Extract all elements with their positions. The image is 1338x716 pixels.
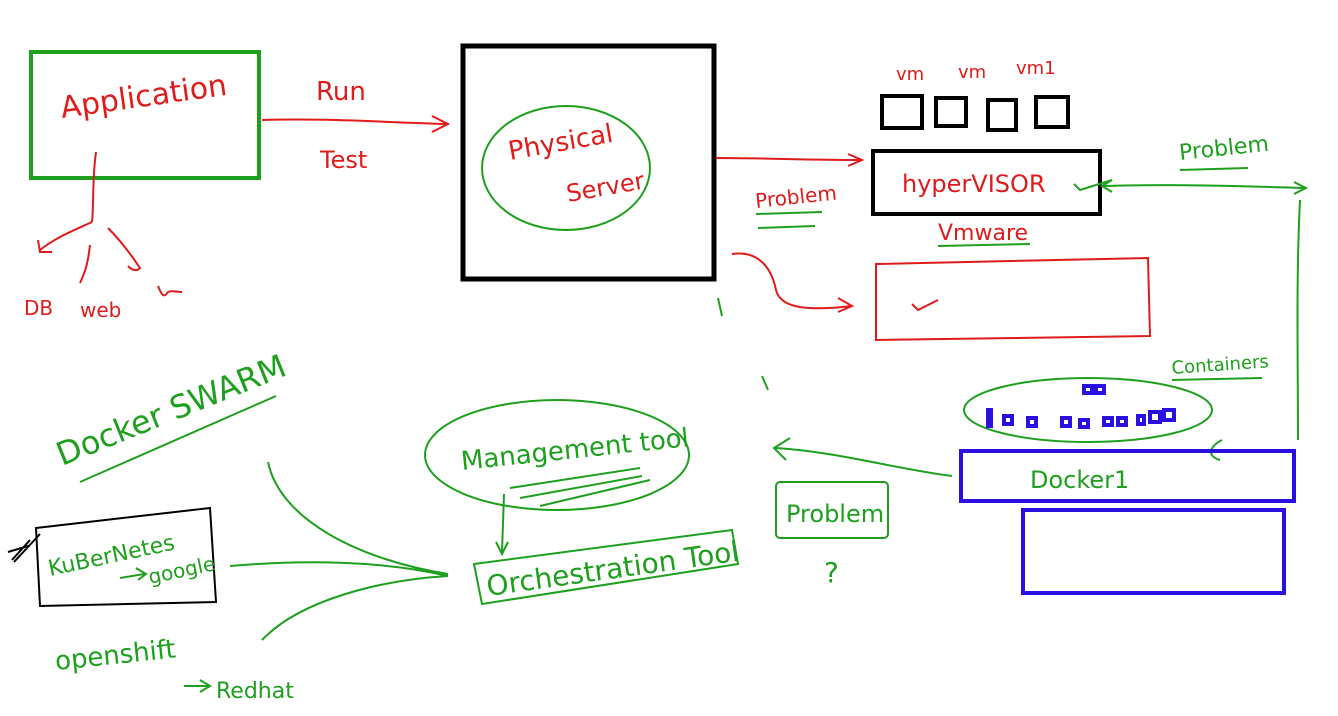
management-underlines [509, 467, 651, 507]
run-label: Run [316, 77, 366, 107]
application-box [29, 50, 261, 180]
hypervisor-arrow [715, 153, 865, 167]
right-vertical-line [1296, 199, 1301, 441]
physical-label: Physical [506, 119, 615, 167]
test-label: Test [319, 146, 367, 174]
redhat-arrow [184, 679, 212, 693]
problem-mid-underline [755, 211, 823, 229]
physical-server-box [460, 43, 717, 282]
server-label: Server [564, 167, 647, 208]
question-mark: ? [824, 556, 839, 589]
redhat-label: Redhat [216, 679, 294, 704]
other-squiggle [157, 285, 183, 297]
problem-box [775, 481, 889, 539]
web-label: web [80, 298, 121, 322]
docker-lower-box [1021, 508, 1286, 595]
kubernetes-box [34, 506, 218, 608]
hypervisor-label: hyperVISOR [902, 170, 1046, 198]
application-label: Application [58, 68, 229, 126]
docker-label: Docker1 [1030, 466, 1129, 494]
hypervisor-box [871, 149, 1102, 216]
management-label: Management tool [460, 423, 691, 477]
orchestration-box [472, 528, 740, 606]
application-branch-lines [37, 151, 142, 284]
container-squares [986, 384, 1176, 429]
run-arrow [261, 115, 451, 133]
vm1-label: vm [896, 64, 924, 85]
openshift-label: openshift [54, 634, 178, 676]
problem-mid-label: Problem [754, 181, 838, 213]
docker-box [959, 449, 1296, 503]
hypervisor-check [1073, 179, 1113, 192]
db-label: DB [24, 296, 53, 320]
google-arrow [119, 567, 148, 581]
vm-box-4 [1034, 95, 1070, 129]
red-container-box [875, 256, 1152, 342]
vm3-label: vm1 [1016, 58, 1056, 79]
containers-underline [1171, 377, 1263, 381]
vm-box-2 [934, 96, 968, 128]
physical-server-ellipse [481, 105, 651, 231]
problem-right-label: Problem [1178, 132, 1270, 166]
vm-box-3 [986, 98, 1018, 132]
management-to-orchestration-arrow [495, 493, 509, 557]
docker-swarm-label: Docker SWARM [51, 347, 292, 474]
containers-ellipse [963, 377, 1213, 443]
vmware-underline [937, 243, 1031, 247]
docker-left-arrow [772, 437, 953, 477]
red-box-check [911, 299, 939, 312]
converging-lines [229, 461, 449, 641]
problem-right-underline [1179, 167, 1249, 171]
containers-label: Containers [1171, 351, 1270, 379]
docker-swarm-underline [79, 395, 277, 483]
vm2-label: vm [958, 62, 986, 83]
kubernetes-tick [7, 533, 41, 563]
hypervisor-right-arrow [1100, 179, 1309, 195]
management-ellipse [424, 399, 690, 511]
problem-label: Problem [786, 500, 884, 528]
vmware-label: Vmware [938, 221, 1028, 246]
middle-dashes [717, 297, 769, 391]
server-to-redbox-arrow [731, 252, 855, 313]
vm-box-1 [880, 94, 924, 130]
